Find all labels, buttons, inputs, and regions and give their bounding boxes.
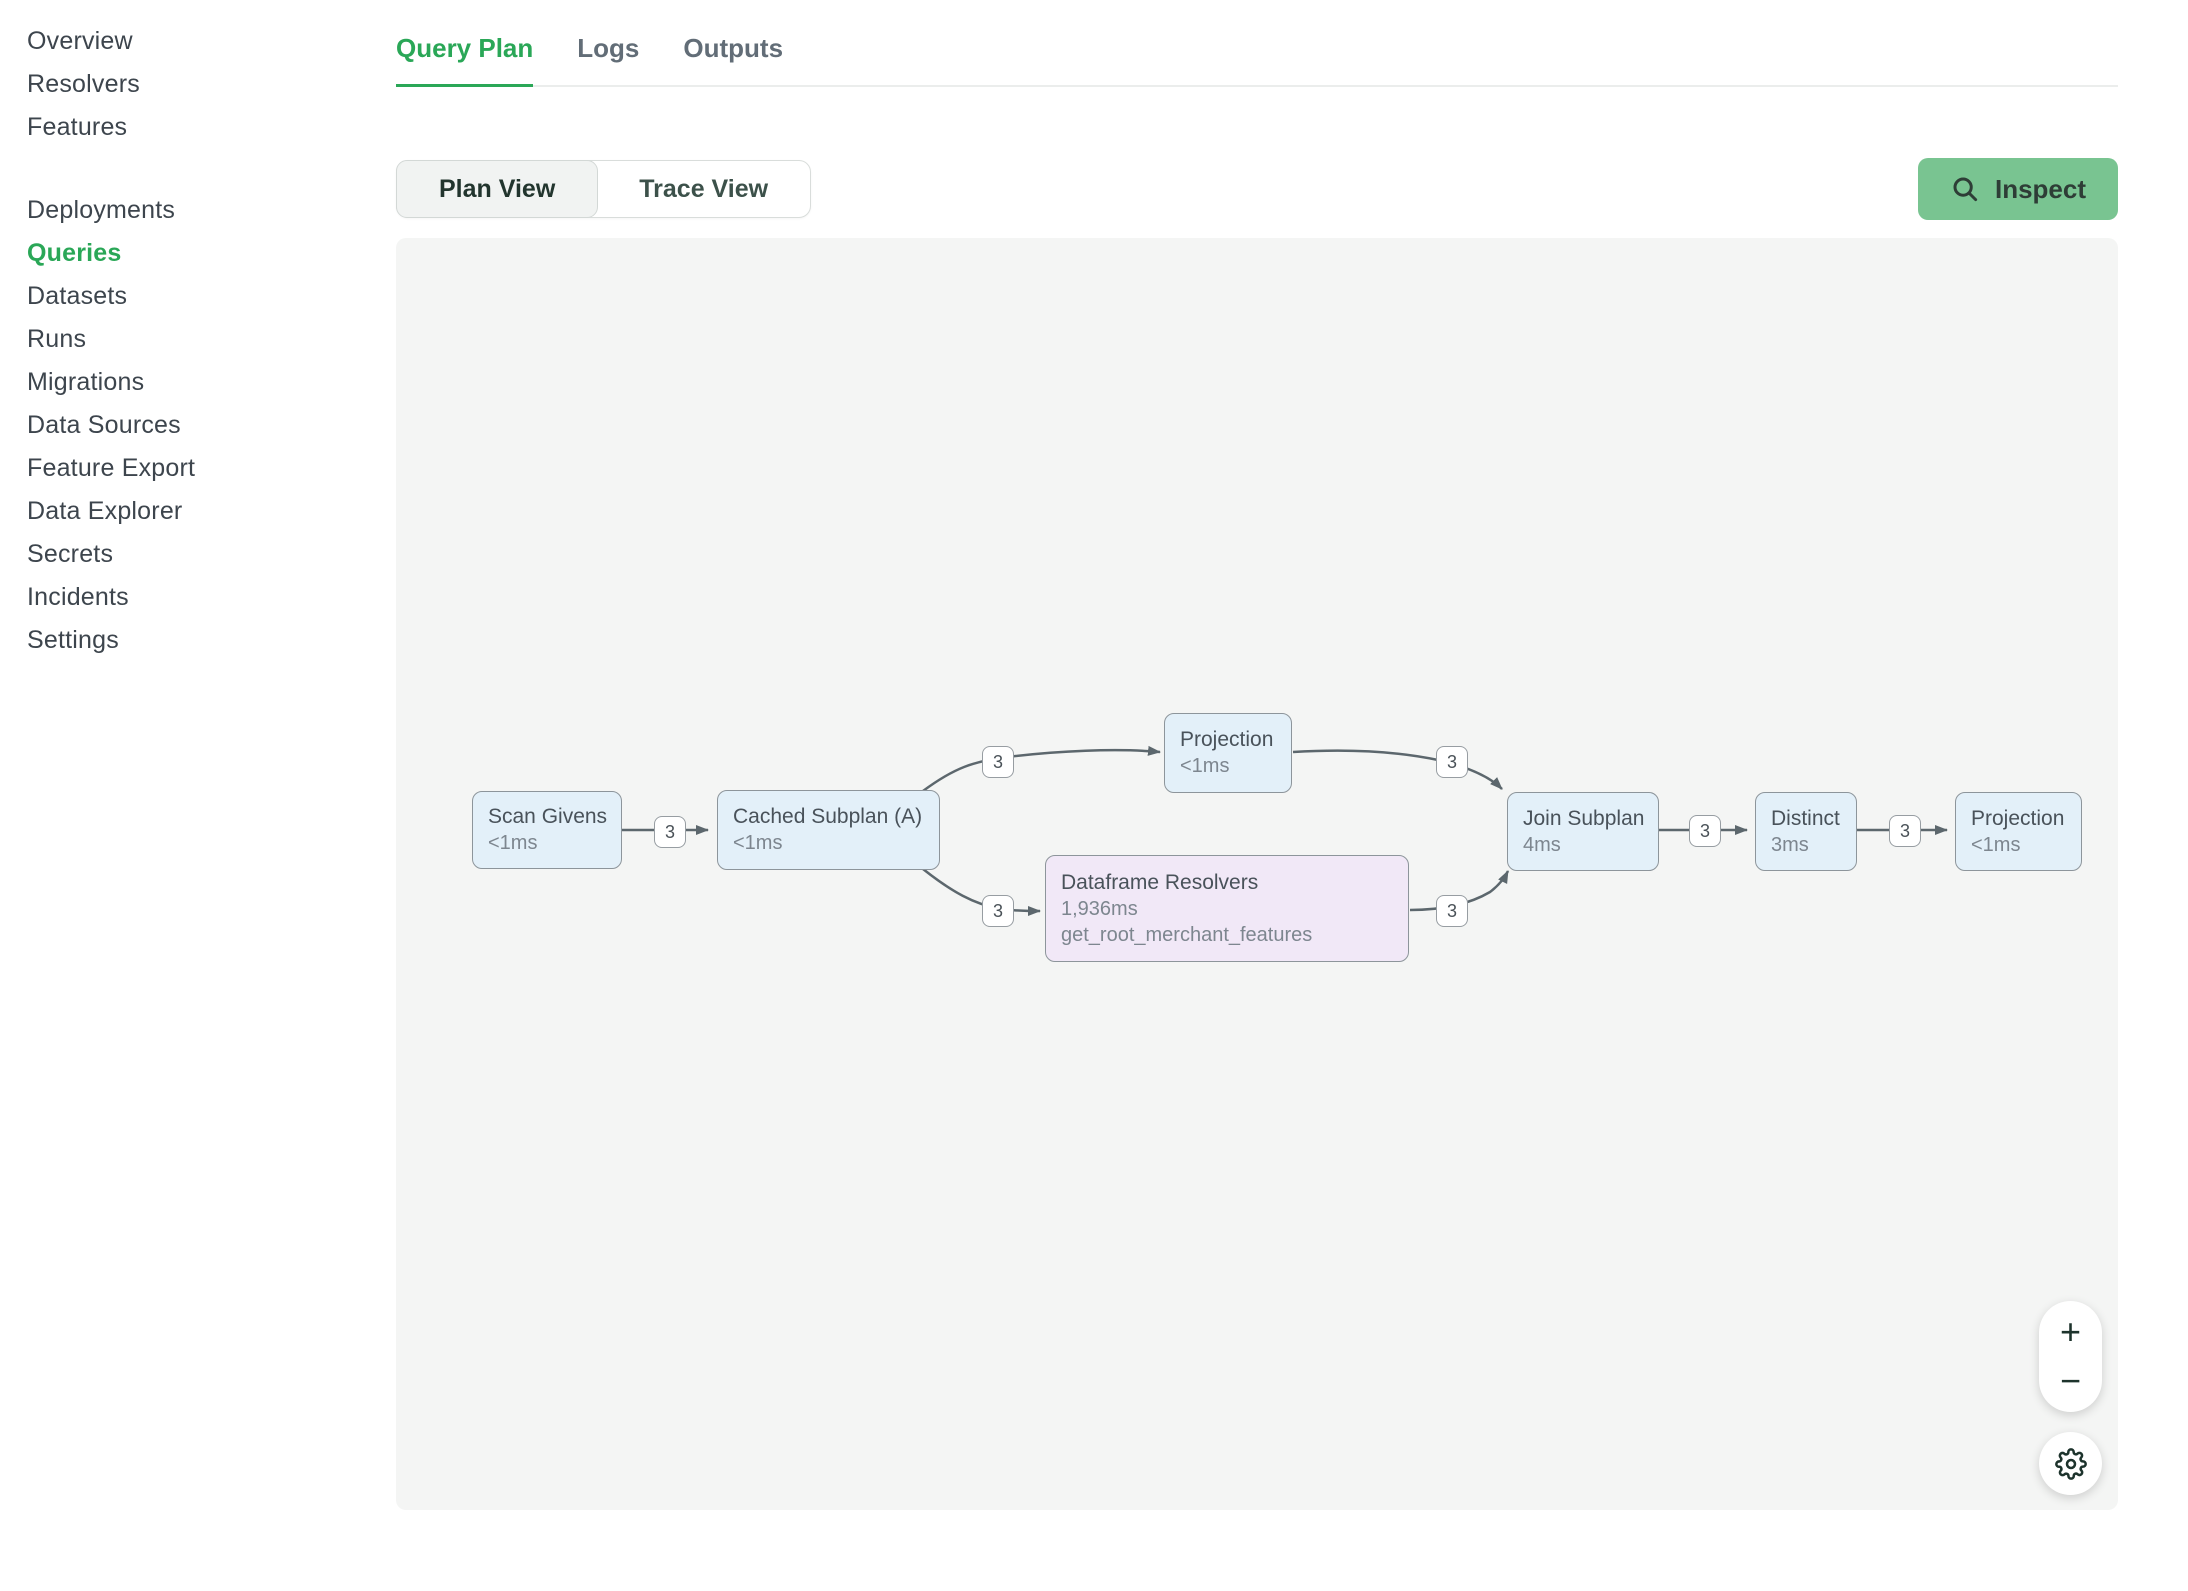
canvas-settings-button[interactable]: [2039, 1432, 2102, 1495]
node-duration: 3ms: [1771, 833, 1809, 856]
node-title: Dataframe Resolvers: [1061, 870, 1259, 894]
tab-bar: Query Plan Logs Outputs: [396, 0, 2118, 87]
tab-outputs[interactable]: Outputs: [683, 33, 784, 63]
zoom-in-button[interactable]: +: [2060, 1314, 2081, 1350]
edge-count-badge: 3: [1436, 746, 1468, 778]
sidebar-item-migrations[interactable]: Migrations: [27, 368, 145, 396]
sidebar-item-resolvers[interactable]: Resolvers: [27, 70, 140, 98]
search-icon: [1953, 177, 1978, 202]
minus-icon: −: [2059, 1360, 2082, 1401]
zoom-out-button[interactable]: −: [2060, 1363, 2081, 1399]
edge-count-badge: 3: [1436, 895, 1468, 927]
plan-node-dataframe-resolvers[interactable]: Dataframe Resolvers 1,936ms get_root_mer…: [1045, 855, 1409, 962]
edge-count-badge: 3: [982, 895, 1014, 927]
node-title: Join Subplan: [1523, 806, 1645, 830]
node-duration: <1ms: [733, 832, 783, 854]
plan-node-projection-final[interactable]: Projection <1ms: [1955, 792, 2082, 871]
edge-dataframe-to-join: [1409, 870, 1510, 912]
node-duration: <1ms: [488, 832, 538, 854]
plan-edges: [622, 745, 1948, 916]
node-duration: 4ms: [1523, 833, 1561, 856]
plan-node-projection-top[interactable]: Projection <1ms: [1164, 713, 1292, 793]
toggle-plan-view[interactable]: Plan View: [396, 160, 599, 218]
node-duration: 1,936ms: [1061, 897, 1138, 920]
plan-node-scan-givens[interactable]: Scan Givens <1ms: [472, 791, 622, 869]
edge-count-badge: 3: [1889, 815, 1921, 847]
node-title: Cached Subplan (A): [733, 805, 923, 828]
sidebar-item-secrets[interactable]: Secrets: [27, 540, 114, 568]
sidebar-item-runs[interactable]: Runs: [27, 325, 87, 353]
sidebar-group-ops: Deployments Queries Datasets Runs Migrat…: [27, 189, 367, 662]
sidebar: Overview Resolvers Features Deployments …: [27, 20, 367, 662]
controls-row: Plan View Trace View Inspect: [396, 158, 2118, 220]
tab-logs[interactable]: Logs: [577, 33, 640, 63]
node-duration: <1ms: [1971, 833, 2021, 856]
edge-count-badge: 3: [1689, 815, 1721, 847]
edge-count-badge: 3: [982, 746, 1014, 778]
plan-node-cached-subplan[interactable]: Cached Subplan (A) <1ms: [717, 790, 940, 870]
main-content: Query Plan Logs Outputs Plan View Trace …: [396, 0, 2118, 1591]
node-resolver-name: get_root_merchant_features: [1061, 923, 1313, 946]
edge-projection-to-join: [1292, 749, 1503, 790]
inspect-button-label: Inspect: [1994, 173, 2086, 204]
sidebar-item-datasets[interactable]: Datasets: [27, 282, 128, 310]
node-title: Projection: [1180, 728, 1274, 751]
sidebar-item-queries[interactable]: Queries: [27, 239, 122, 267]
plus-icon: +: [2059, 1311, 2082, 1352]
tab-query-plan[interactable]: Query Plan: [396, 33, 534, 87]
sidebar-item-data-sources[interactable]: Data Sources: [27, 411, 181, 439]
sidebar-item-settings[interactable]: Settings: [27, 626, 119, 654]
sidebar-group-project: Overview Resolvers Features: [27, 20, 367, 149]
sidebar-item-data-explorer[interactable]: Data Explorer: [27, 497, 183, 525]
sidebar-item-feature-export[interactable]: Feature Export: [27, 454, 196, 482]
plan-node-join-subplan[interactable]: Join Subplan 4ms: [1507, 792, 1659, 871]
view-toggle: Plan View Trace View: [396, 160, 812, 218]
node-duration: <1ms: [1180, 755, 1230, 777]
inspect-button[interactable]: Inspect: [1917, 158, 2118, 220]
sidebar-item-overview[interactable]: Overview: [27, 27, 133, 55]
node-title: Distinct: [1771, 806, 1840, 830]
node-title: Scan Givens: [488, 805, 608, 828]
sidebar-item-incidents[interactable]: Incidents: [27, 583, 129, 611]
gear-icon: [2054, 1447, 2087, 1480]
plan-node-distinct[interactable]: Distinct 3ms: [1755, 792, 1857, 871]
sidebar-item-features[interactable]: Features: [27, 113, 128, 141]
zoom-controls: + −: [2039, 1301, 2102, 1412]
edge-count-badge: 3: [654, 816, 686, 848]
query-plan-canvas[interactable]: Scan Givens <1ms Cached Subplan (A) <1ms…: [396, 238, 2118, 1510]
edge-cached-to-projection: [922, 745, 1161, 793]
node-title: Projection: [1971, 806, 2065, 830]
sidebar-item-deployments[interactable]: Deployments: [27, 196, 176, 224]
toggle-trace-view[interactable]: Trace View: [639, 174, 769, 203]
